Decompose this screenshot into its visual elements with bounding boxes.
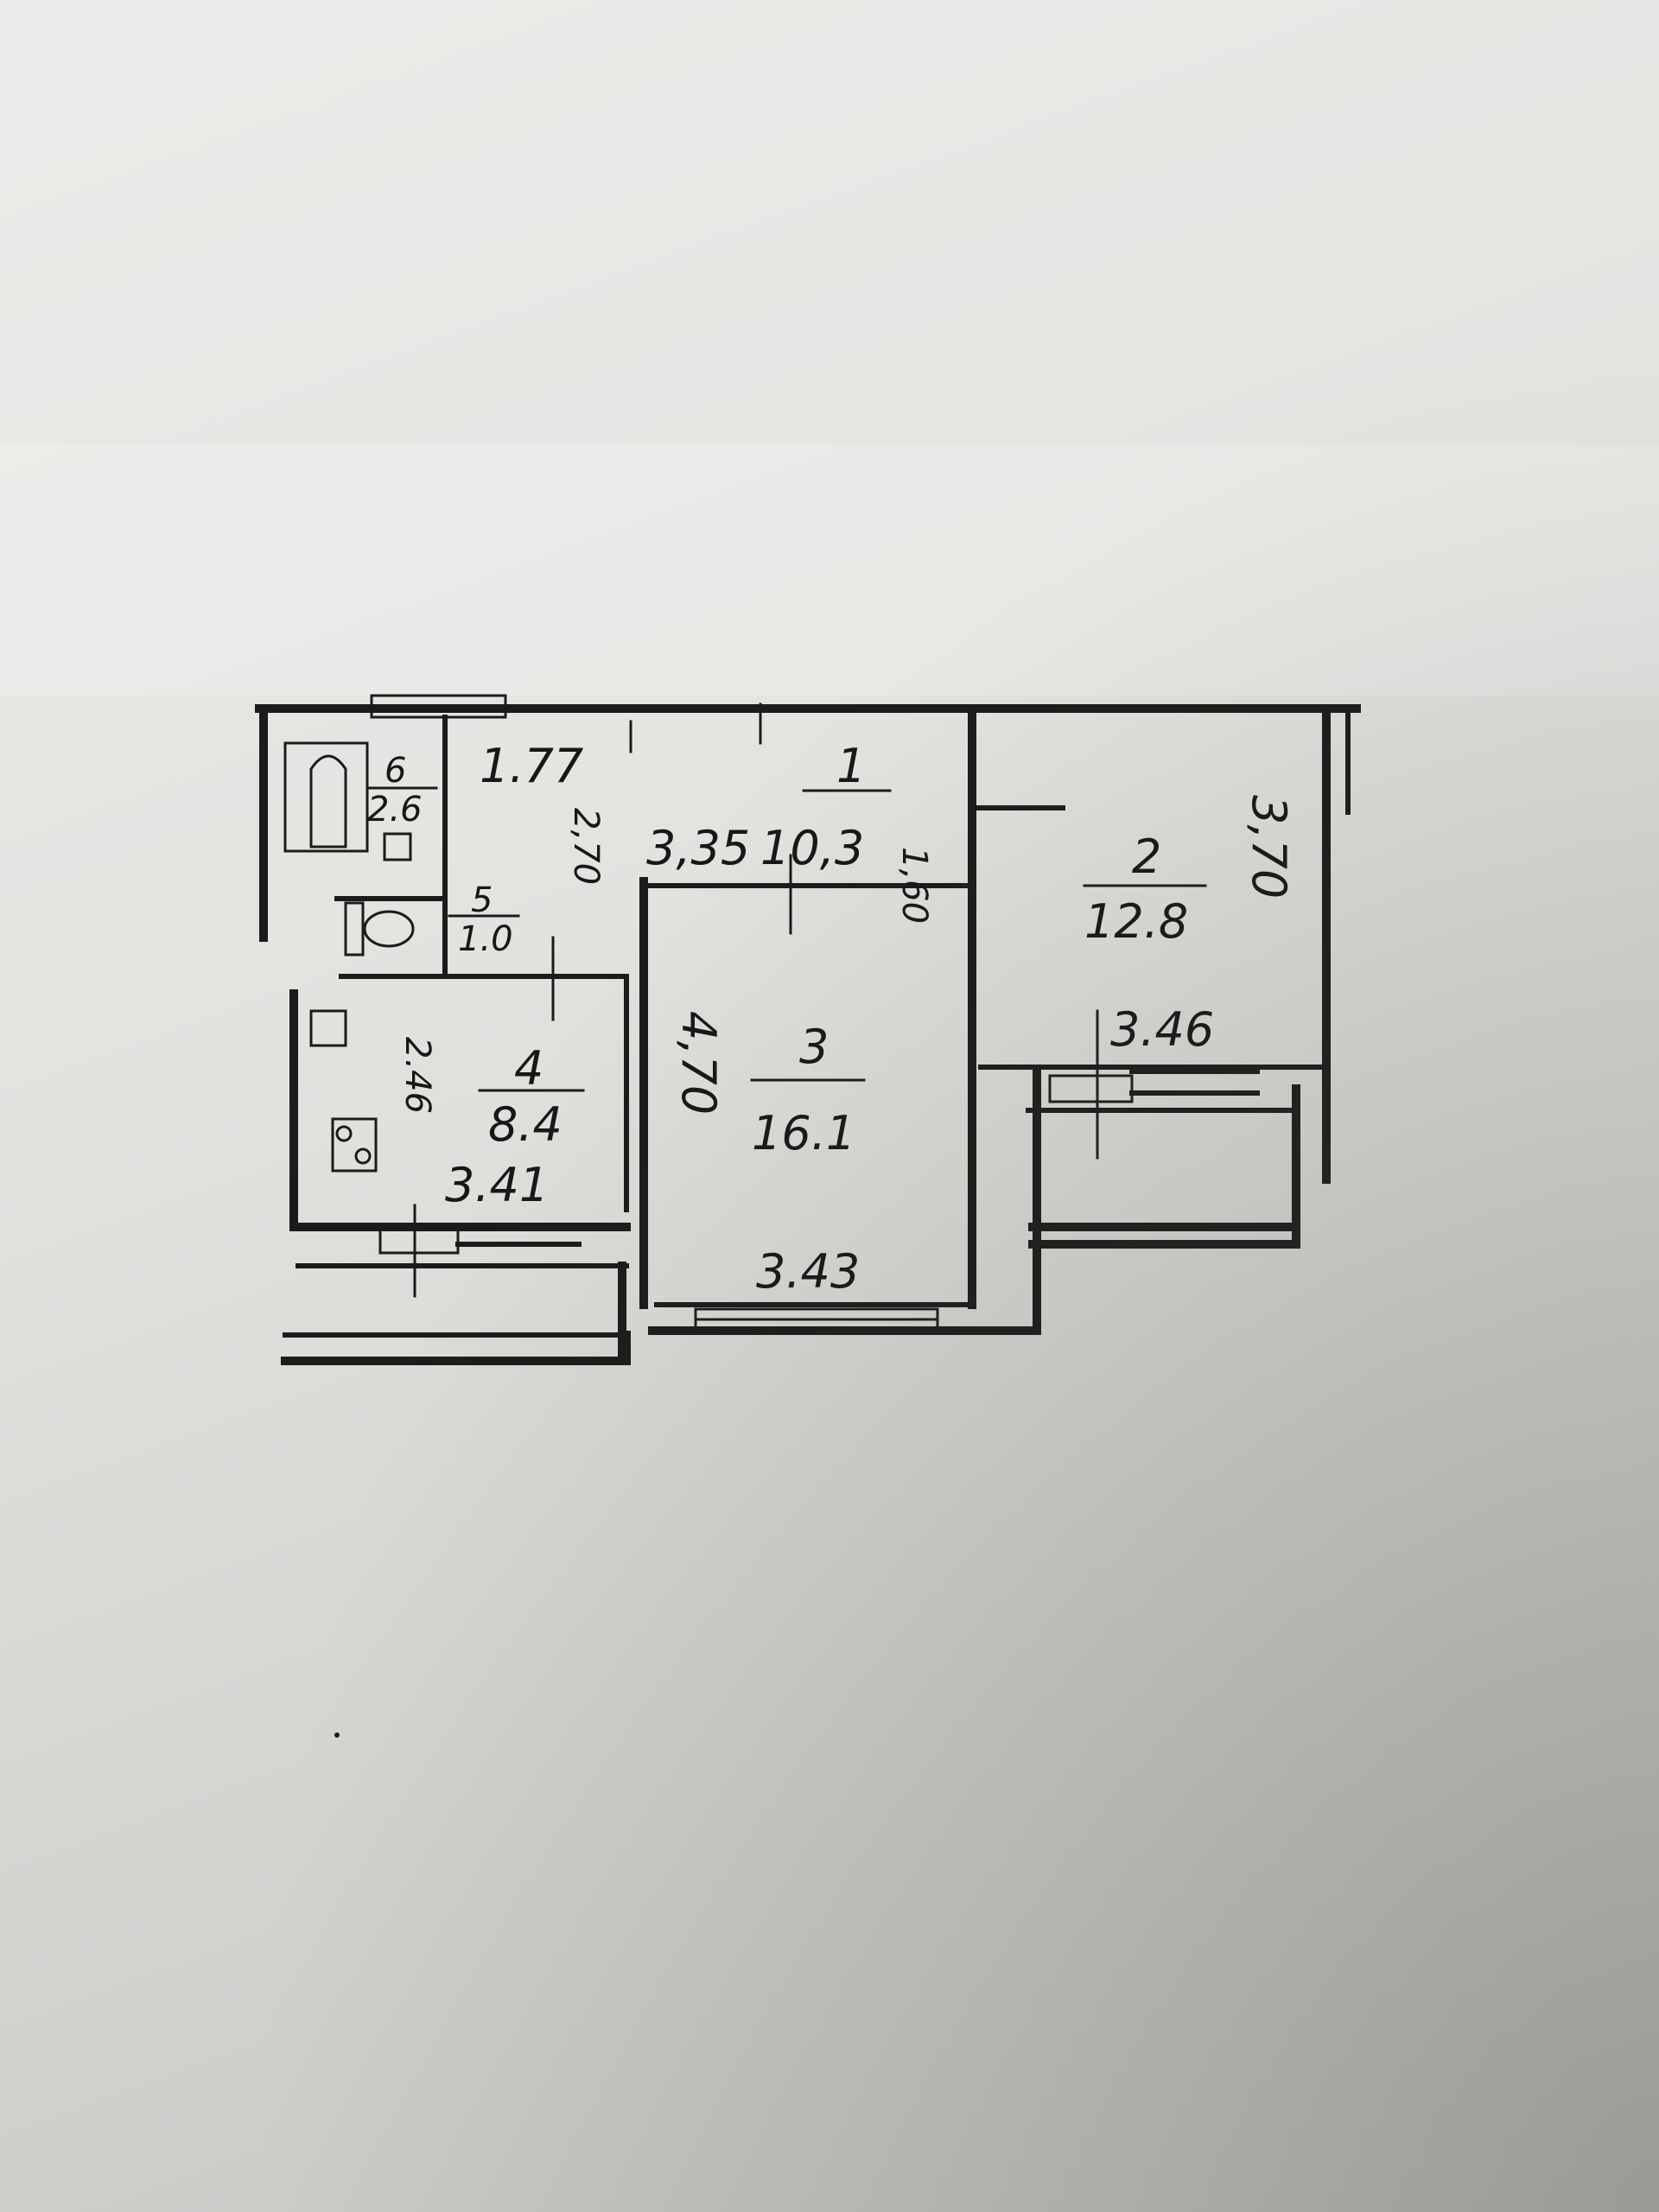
room-2-area: 12.8 — [1084, 894, 1188, 949]
room-4-area: 8.4 — [488, 1097, 563, 1152]
room-4-width: 3.41 — [445, 1158, 549, 1212]
room-5-depth: 2,70 — [566, 808, 606, 885]
room-4-label: 4 8.4 3.41 2.46 — [397, 1037, 585, 1212]
paper-speck — [334, 1732, 340, 1738]
room-2-depth: 3,70 — [1242, 795, 1296, 899]
room-3-width: 3.43 — [756, 1244, 860, 1299]
room-5-label: 5 1.0 2,70 — [448, 808, 606, 959]
room-5-area: 1.0 — [458, 919, 513, 959]
room-2-label: 2 12.8 3.46 3,70 — [1083, 795, 1296, 1057]
room-2-number: 2 — [1132, 830, 1161, 884]
room-3-number: 3 — [799, 1020, 829, 1074]
stove-icon — [331, 1117, 378, 1173]
room-6-label: 6 2.6 1.77 — [365, 739, 583, 830]
interior-walls — [334, 702, 1329, 1309]
room-4-number: 4 — [514, 1041, 543, 1096]
room-1-area: 10,3 — [760, 821, 864, 875]
room-1-number: 1 — [836, 739, 866, 793]
room-4-depth: 2.46 — [397, 1037, 437, 1114]
balcony-left — [289, 1204, 631, 1365]
room-6-number: 6 — [385, 751, 406, 791]
room-6-area: 2.6 — [367, 790, 423, 830]
paper-band — [0, 445, 1659, 696]
room-1-depth: 1,60 — [894, 847, 934, 924]
room-1-width: 3,35 — [646, 821, 750, 875]
windows — [370, 694, 939, 1332]
room-6-width: 1.77 — [480, 739, 583, 793]
room-5-number: 5 — [471, 880, 493, 920]
room-2-width: 3.46 — [1110, 1002, 1214, 1057]
balcony-right — [1026, 1069, 1300, 1249]
toilet-icon — [344, 901, 415, 957]
sink-icon — [383, 832, 412, 861]
bathtub-icon — [283, 741, 369, 853]
room-3-depth: 4,70 — [671, 1011, 726, 1115]
kitchen-sink-icon — [309, 1009, 347, 1047]
room-3-area: 16.1 — [752, 1106, 855, 1160]
room-3-label: 3 16.1 3.43 4,70 — [671, 1011, 866, 1299]
room-1-label: 1 10,3 3,35 1,60 — [646, 739, 934, 924]
